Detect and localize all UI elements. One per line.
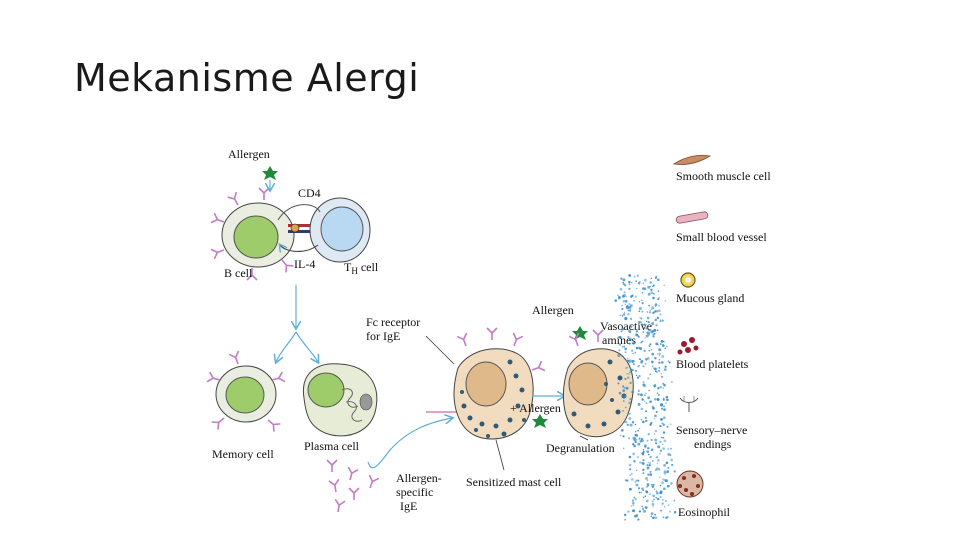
- allergen-specific-label-2: specific: [396, 485, 433, 499]
- blood-vessel-icon: [675, 211, 709, 224]
- plasma-cell: [302, 363, 378, 437]
- allergen-icon-2: [532, 414, 548, 428]
- fc-receptor-label-1: Fc receptor: [366, 315, 420, 329]
- legend-label-1: Small blood vessel: [676, 230, 767, 244]
- degranulation-label: Degranulation: [546, 441, 615, 455]
- sensitized-mast-cell-label: Sensitized mast cell: [466, 475, 562, 489]
- legend-label-5: Eosinophil: [678, 505, 731, 519]
- legend-label-4: Sensory–nerve: [676, 423, 747, 437]
- allergy-mechanism-figure: Allergen CD4 IL-4 B cell TH cell Memory …: [200, 140, 800, 540]
- fc-receptor-pointer: [425, 335, 455, 365]
- legend-label-4b: endings: [694, 437, 732, 451]
- fc-receptor-label-2: for IgE: [366, 329, 400, 343]
- legend-label-0: Smooth muscle cell: [676, 169, 771, 183]
- vasoactive-amines-field: [614, 274, 677, 521]
- allergen-mast-label: Allergen: [532, 303, 574, 317]
- eosinophil-icon: [676, 470, 704, 498]
- th-cell: [309, 197, 371, 263]
- allergen-icon: [262, 166, 278, 190]
- allergen-label-top: Allergen: [228, 147, 270, 161]
- vasoactive-label-1: Vasoactive: [600, 319, 652, 333]
- degranulating-mast-cell: [562, 329, 634, 438]
- legend-label-2: Mucous gland: [676, 291, 744, 305]
- slide-title: Mekanisme Alergi: [74, 56, 420, 100]
- ige-antibodies: [326, 459, 380, 514]
- cd4-receptor: [277, 204, 321, 252]
- allergen-specific-label-3: IgE: [400, 499, 417, 513]
- legend-label-3: Blood platelets: [676, 357, 749, 371]
- blood-platelets-icon: [677, 337, 699, 355]
- cd4-label: CD4: [298, 186, 321, 200]
- memory-cell: [206, 350, 286, 433]
- allergen-icon-3: [572, 326, 588, 340]
- mast-cell-pointer: [495, 439, 505, 471]
- mucous-gland-icon: [680, 272, 696, 288]
- legend: Smooth muscle cell Small blood vessel Mu…: [672, 154, 771, 519]
- nerve-endings-icon: [679, 396, 699, 412]
- ige-arrow: [367, 418, 452, 469]
- plasma-cell-label: Plasma cell: [304, 439, 360, 453]
- il4-label: IL-4: [294, 257, 315, 271]
- plus-allergen-label: + Allergen: [510, 401, 561, 415]
- allergen-specific-label-1: Allergen-: [396, 471, 442, 485]
- b-cell-label: B cell: [224, 266, 253, 280]
- th-cell-label: TH cell: [344, 260, 379, 276]
- memory-cell-label: Memory cell: [212, 447, 274, 461]
- smooth-muscle-cell-icon: [672, 154, 712, 165]
- b-cell: [210, 187, 295, 281]
- differentiation-arrows: [276, 285, 318, 362]
- sensitized-mast-cell: [453, 327, 546, 440]
